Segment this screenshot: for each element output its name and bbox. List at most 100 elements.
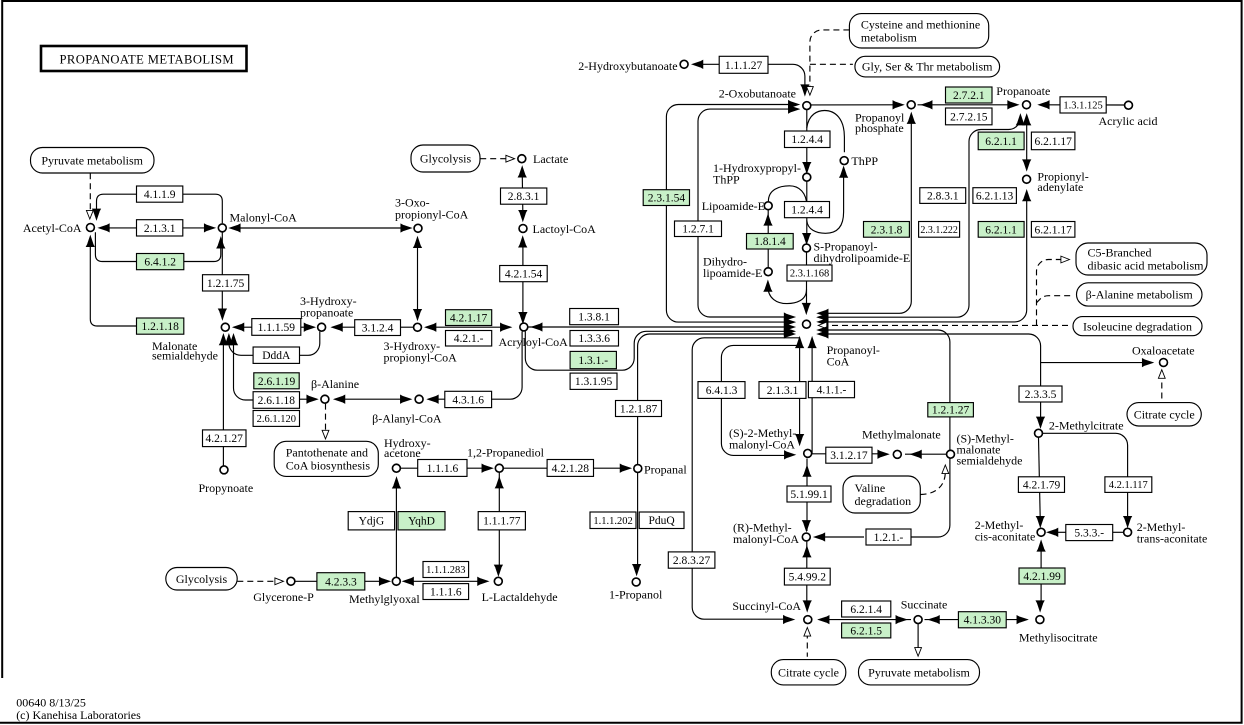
svg-text:4.1.3.30: 4.1.3.30 [964,615,1002,627]
svg-text:DddA: DddA [262,350,291,362]
svg-text:Isoleucine degradation: Isoleucine degradation [1083,319,1192,333]
svg-text:Cysteine and methionine: Cysteine and methionine [861,17,980,31]
svg-text:Glycolysis: Glycolysis [176,572,228,586]
svg-text:2.8.3.27: 2.8.3.27 [673,555,711,567]
svg-text:2-Hydroxybutanoate: 2-Hydroxybutanoate [578,59,677,73]
svg-text:(S)-2-Methyl-: (S)-2-Methyl- [729,426,796,440]
svg-text:Dihydro-: Dihydro- [703,255,747,269]
svg-text:4.3.1.6: 4.3.1.6 [452,394,484,406]
svg-text:2.8.3.1: 2.8.3.1 [508,191,540,203]
svg-text:4.2.1.117: 4.2.1.117 [1109,480,1148,491]
svg-text:semialdehyde: semialdehyde [152,349,218,363]
svg-text:1-Propanol: 1-Propanol [609,588,663,602]
svg-text:4.1.1.9: 4.1.1.9 [144,189,176,201]
svg-text:S-Propanoyl-: S-Propanoyl- [814,240,878,254]
svg-text:PduQ: PduQ [648,515,675,527]
svg-text:CoA biosynthesis: CoA biosynthesis [286,459,371,473]
svg-text:adenylate: adenylate [1037,180,1083,194]
svg-text:2.7.2.1: 2.7.2.1 [953,90,985,102]
svg-text:5.3.3.-: 5.3.3.- [1074,528,1104,540]
svg-text:malonyl-CoA: malonyl-CoA [733,532,799,546]
svg-text:degradation: degradation [855,494,912,508]
svg-text:2.3.1.8: 2.3.1.8 [871,224,903,236]
svg-text:4.2.1.27: 4.2.1.27 [206,433,244,445]
svg-text:1.2.1.18: 1.2.1.18 [142,321,180,333]
svg-text:Propynoate: Propynoate [199,481,254,495]
svg-text:Valine: Valine [855,481,886,495]
svg-text:Propanoate: Propanoate [996,84,1050,98]
svg-text:CoA: CoA [827,355,850,369]
svg-text:(S)-Methyl-: (S)-Methyl- [957,432,1014,446]
svg-text:Pantothenate and: Pantothenate and [286,445,368,459]
svg-text:ThPP: ThPP [851,154,878,168]
svg-text:propanoate: propanoate [300,306,353,320]
svg-text:6.2.1.17: 6.2.1.17 [1035,136,1073,148]
svg-text:6.2.1.4: 6.2.1.4 [850,604,882,616]
svg-text:1.2.4.4: 1.2.4.4 [791,134,823,146]
svg-text:4.2.1.99: 4.2.1.99 [1023,571,1061,583]
svg-text:Malonate: Malonate [152,339,197,353]
svg-text:6.2.1.5: 6.2.1.5 [850,625,882,637]
svg-text:1.3.1.125: 1.3.1.125 [1063,101,1102,112]
svg-text:1.1.1.27: 1.1.1.27 [725,60,763,72]
svg-text:2-Oxobutanoate: 2-Oxobutanoate [719,87,796,101]
svg-text:5.1.99.1: 5.1.99.1 [790,489,828,501]
svg-text:1.2.1.87: 1.2.1.87 [620,404,658,416]
svg-text:4.2.1.79: 4.2.1.79 [1023,480,1061,492]
svg-text:4.2.3.3: 4.2.3.3 [325,576,357,588]
svg-text:dibasic acid metabolism: dibasic acid metabolism [1088,259,1205,273]
svg-text:Lactoyl-CoA: Lactoyl-CoA [533,222,597,236]
svg-text:ThPP: ThPP [713,173,740,187]
svg-text:3.1.2.17: 3.1.2.17 [830,450,868,462]
svg-text:malonyl-CoA: malonyl-CoA [729,438,795,452]
svg-text:6.2.1.1: 6.2.1.1 [985,136,1017,148]
svg-text:Acryloyl-CoA: Acryloyl-CoA [499,335,569,349]
svg-text:Oxaloacetate: Oxaloacetate [1132,344,1195,358]
svg-text:1,2-Propanediol: 1,2-Propanediol [467,446,545,460]
svg-text:acetone: acetone [384,446,421,460]
svg-text:Succinyl-CoA: Succinyl-CoA [732,599,801,613]
svg-text:Glycolysis: Glycolysis [420,152,472,166]
svg-text:1.3.8.1: 1.3.8.1 [578,312,610,324]
svg-text:2.1.3.1: 2.1.3.1 [767,385,799,397]
svg-text:Methylisocitrate: Methylisocitrate [1019,631,1098,645]
svg-text:4.2.1.-: 4.2.1.- [454,333,484,345]
svg-text:Hydroxy-: Hydroxy- [384,436,431,450]
svg-text:6.2.1.17: 6.2.1.17 [1035,224,1073,236]
svg-text:3-Hydroxy-: 3-Hydroxy- [384,339,441,353]
svg-text:(c) Kanehisa Laboratories: (c) Kanehisa Laboratories [16,708,141,722]
svg-text:Acrylic acid: Acrylic acid [1099,114,1158,128]
svg-text:YqhD: YqhD [408,516,435,528]
svg-text:metabolism: metabolism [861,31,918,45]
svg-text:(R)-Methyl-: (R)-Methyl- [733,521,792,535]
svg-text:β-Alanine metabolism: β-Alanine metabolism [1086,288,1194,302]
svg-text:1.2.1.-: 1.2.1.- [874,532,904,544]
svg-text:1.1.1.6: 1.1.1.6 [430,587,462,599]
svg-text:2.3.1.54: 2.3.1.54 [648,193,686,205]
svg-text:4.2.1.17: 4.2.1.17 [450,313,488,325]
svg-text:Pyruvate metabolism: Pyruvate metabolism [868,665,970,679]
svg-text:malonate: malonate [957,443,1001,457]
svg-text:dihydrolipoamide-E: dihydrolipoamide-E [814,251,911,265]
svg-text:Citrate cycle: Citrate cycle [778,665,839,679]
svg-text:3-Oxo-: 3-Oxo- [395,196,430,210]
svg-text:1.2.1.27: 1.2.1.27 [932,405,970,417]
svg-text:1.3.1.95: 1.3.1.95 [575,376,613,388]
svg-text:Acetyl-CoA: Acetyl-CoA [23,221,82,235]
svg-text:1.1.1.6: 1.1.1.6 [427,463,459,475]
svg-text:2.3.3.5: 2.3.3.5 [1025,389,1057,401]
svg-text:4.2.1.54: 4.2.1.54 [505,269,543,281]
svg-text:1.8.1.4: 1.8.1.4 [754,236,786,248]
svg-text:2.6.1.18: 2.6.1.18 [258,395,296,407]
svg-text:1.1.1.202: 1.1.1.202 [593,516,632,527]
svg-text:2.1.3.1: 2.1.3.1 [144,223,176,235]
svg-text:4.1.1.-: 4.1.1.- [817,385,847,397]
svg-text:PROPANOATE METABOLISM: PROPANOATE METABOLISM [60,52,235,66]
svg-text:Lactate: Lactate [533,152,568,166]
svg-text:Propionyl-: Propionyl- [1037,170,1088,184]
svg-text:2.6.1.19: 2.6.1.19 [258,376,296,388]
svg-text:propionyl-CoA: propionyl-CoA [395,208,469,222]
svg-text:2-Methyl-: 2-Methyl- [975,518,1024,532]
svg-text:6.2.1.13: 6.2.1.13 [976,191,1014,203]
svg-text:2-Methyl-: 2-Methyl- [1137,520,1186,534]
